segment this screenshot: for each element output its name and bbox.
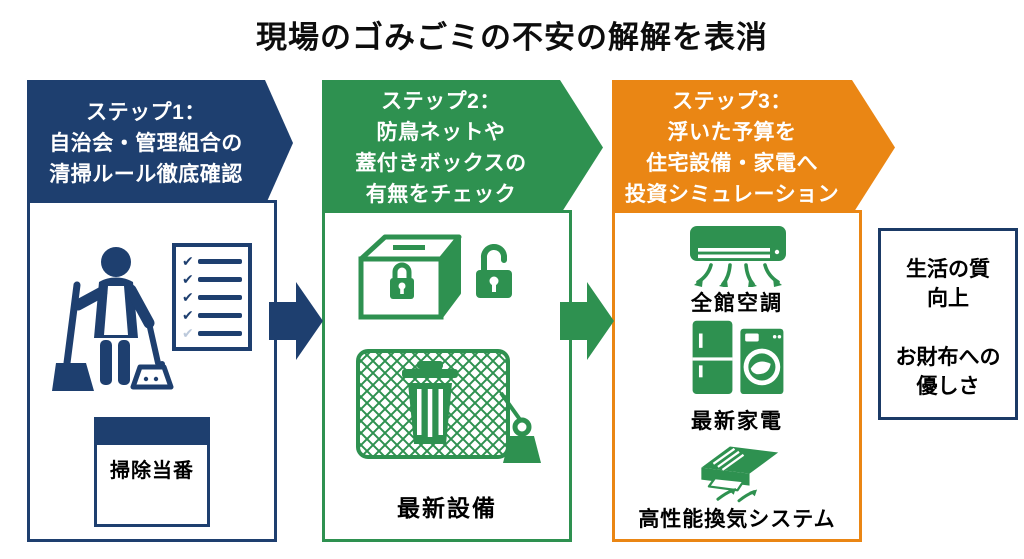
air-conditioner-icon <box>690 226 786 287</box>
step3-header-line: 投資シミュレーション <box>624 182 840 206</box>
checklist-row: ✔ <box>182 308 242 322</box>
check-icon: ✔ <box>182 253 194 269</box>
result-line: 生活の質 <box>906 258 990 281</box>
ventilation-system-icon <box>701 446 779 503</box>
washing-machine-shape <box>740 328 784 395</box>
vent-slats <box>712 447 745 471</box>
step1-header-line: 清掃ルール徹底確認 <box>49 162 243 186</box>
label-ventilation-system: 高性能換気システム <box>638 508 836 531</box>
page-title: 現場のゴみごミの不安の解解を表消 <box>256 20 768 55</box>
fridge-shape <box>692 320 733 395</box>
checklist-row: ✔ <box>182 290 242 304</box>
result-line: 向上 <box>927 287 969 310</box>
step3-header-banner: ステップ3： 浮いた予算を 住宅設備・家電へ 投資シミュレーション <box>612 80 895 215</box>
vent-arrows <box>716 488 756 503</box>
airflow-arrowheads <box>694 278 782 287</box>
flow-arrow-step1-to-step2-icon <box>269 282 323 360</box>
step2-header-banner: ステップ2： 防鳥ネットや 蓋付きボックスの 有無をチェック <box>322 80 603 215</box>
lidded-box-icon <box>358 234 462 320</box>
cleaning-person-icon <box>52 247 174 391</box>
airflow-arrows <box>696 263 780 286</box>
step3-header-line: 住宅設備・家電へ <box>646 151 818 175</box>
checklist-line <box>197 312 242 318</box>
label-whole-house-ac: 全館空調 <box>691 292 783 315</box>
calendar-header-bar <box>97 420 207 445</box>
step2-header-line: 有無をチェック <box>365 182 517 206</box>
checklist-row: ✔ <box>182 326 242 340</box>
step2-panel: 最新設備 <box>322 210 572 542</box>
dustpan-shape <box>130 361 174 390</box>
step2-header-line: ステップ2： <box>381 89 501 113</box>
netted-cage-icon <box>356 349 541 463</box>
checklist-line <box>197 294 242 300</box>
step2-header-line: 蓋付きボックスの <box>355 151 527 175</box>
step3-header-line: ステップ3： <box>672 89 792 113</box>
check-icon: ✔ <box>182 289 194 305</box>
apron-shape <box>104 286 128 335</box>
result-box: 生活の質 向上 お財布への 優しさ <box>878 228 1018 420</box>
appliances-icon <box>692 320 784 395</box>
checklist-icon: ✔ ✔ ✔ ✔ ✔ <box>172 243 252 351</box>
vent-arrowheads <box>728 487 758 497</box>
check-icon: ✔ <box>182 307 194 323</box>
result-line: 優しさ <box>916 375 980 398</box>
step3-header-line: 浮いた予算を <box>667 120 797 144</box>
step1-panel: ✔ ✔ ✔ ✔ ✔ 掃除当番 <box>27 200 277 542</box>
check-icon-light: ✔ <box>182 325 194 341</box>
flow-arrow-step2-to-step3-icon <box>560 282 614 360</box>
step3-panel: 全館空調 最新家電 <box>612 210 862 542</box>
step2-caption: 最新設備 <box>397 495 497 521</box>
checklist-row: ✔ <box>182 272 242 286</box>
calendar-label: 掃除当番 <box>110 460 194 482</box>
step2-header-line: 防鳥ネットや <box>376 120 506 144</box>
checklist-line <box>197 276 242 282</box>
step1-header-banner: ステップ1： 自治会・管理組合の 清掃ルール徹底確認 <box>27 80 293 206</box>
weight-shape <box>499 391 541 463</box>
checklist-line <box>197 258 242 264</box>
label-latest-appliances: 最新家電 <box>691 410 783 433</box>
broom-bristles <box>52 363 94 391</box>
step1-header-line: 自治会・管理組合の <box>49 131 243 155</box>
step1-header-line: ステップ1： <box>86 100 206 124</box>
duty-calendar-card: 掃除当番 <box>94 417 210 527</box>
checklist-line <box>197 330 242 336</box>
open-padlock-icon <box>476 244 512 298</box>
box-lock-shape <box>390 262 414 299</box>
result-group-quality: 生活の質 向上 <box>881 255 1015 313</box>
result-group-wallet: お財布への 優しさ <box>881 343 1015 401</box>
check-icon: ✔ <box>182 271 194 287</box>
checklist-row: ✔ <box>182 254 242 268</box>
result-line: お財布への <box>895 346 1001 369</box>
